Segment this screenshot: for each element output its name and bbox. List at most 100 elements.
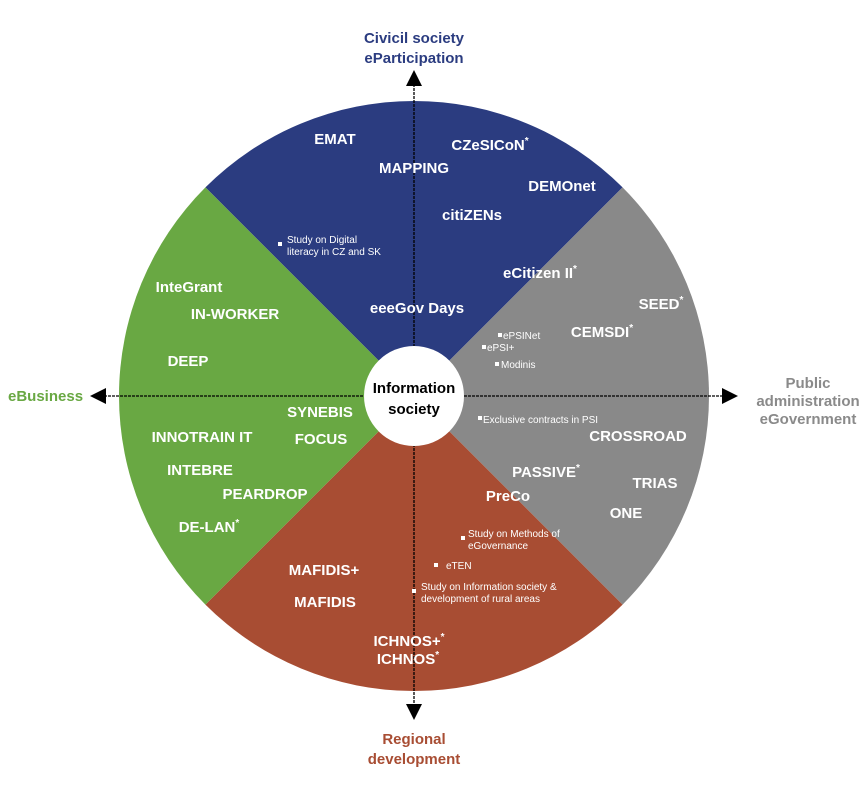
center-label-0: Information: [373, 380, 456, 397]
center-label-0-text: Information: [373, 380, 456, 397]
axis-label-left-0-text: eBusiness: [8, 388, 83, 405]
study-bullet-regional-0: [461, 536, 465, 540]
study-bullet-civil-0: [278, 242, 282, 246]
project-public-1-star: *: [629, 323, 633, 334]
study-civil-0-line-1-text: literacy in CZ and SK: [287, 247, 381, 258]
project-ebusiness-2-text: DEEP: [168, 353, 209, 370]
axis-label-bottom-0: Regional: [382, 731, 445, 748]
project-civil-6: eeeGov Days: [370, 300, 464, 317]
study-bullet-public-2: [495, 362, 499, 366]
project-ebusiness-2: DEEP: [168, 353, 209, 370]
project-public-0-text: SEED: [639, 296, 680, 313]
sector-regional-development: [205, 396, 623, 691]
project-public-5: PreCo: [486, 488, 530, 505]
project-regional-3-star: *: [435, 650, 439, 661]
study-regional-0-line-0: Study on Methods of: [468, 529, 560, 540]
project-ebusiness-0-text: InteGrant: [156, 279, 223, 296]
project-public-2: CROSSROAD: [589, 428, 687, 445]
study-civil-0-line-0-text: Study on Digital: [287, 235, 357, 246]
center-layer: [364, 346, 464, 446]
study-public-0-line-0: ePSINet: [503, 331, 540, 342]
project-public-6-text: ONE: [610, 505, 643, 522]
study-public-3-line-0: Exclusive contracts in PSI: [483, 415, 598, 426]
project-ebusiness-3: SYNEBIS: [287, 404, 353, 421]
project-public-4: TRIAS: [633, 475, 678, 492]
project-ebusiness-8-text: DE-LAN: [179, 519, 236, 536]
study-public-3-line-0-text: Exclusive contracts in PSI: [483, 415, 598, 426]
project-civil-3: DEMOnet: [528, 178, 596, 195]
project-civil-5-text: eCitizen II: [503, 265, 573, 282]
project-regional-2-star: *: [441, 632, 445, 643]
center-circle: [364, 346, 464, 446]
study-public-1-line-0: ePSI+: [487, 343, 515, 354]
study-regional-1-line-0-text: eTEN: [446, 561, 472, 572]
project-ebusiness-7-text: PEARDROP: [222, 486, 307, 503]
project-regional-3-text: ICHNOS: [377, 651, 435, 668]
project-ebusiness-5: INNOTRAIN IT: [152, 429, 253, 446]
study-bullet-public-0: [498, 333, 502, 337]
project-ebusiness-1: IN-WORKER: [191, 306, 279, 323]
center-label-1-text: society: [388, 401, 440, 418]
project-public-3-star: *: [576, 463, 580, 474]
project-ebusiness-6-text: INTEBRE: [167, 462, 233, 479]
study-bullet-public-3: [478, 416, 482, 420]
project-public-0-star: *: [679, 295, 683, 306]
project-civil-1: MAPPING: [379, 160, 449, 177]
study-bullet-regional-2: [412, 589, 416, 593]
study-regional-2-line-0-text: Study on Information society &: [421, 582, 557, 593]
axis-label-right-2: eGovernment: [760, 411, 857, 428]
label-layer: Civicil society eParticipationPublicadmin…: [8, 30, 860, 768]
project-civil-0: EMAT: [314, 131, 355, 148]
project-civil-4-text: citiZENs: [442, 207, 502, 224]
axis-label-bottom-1-text: development: [368, 751, 461, 768]
project-public-2-text: CROSSROAD: [589, 428, 687, 445]
project-civil-0-text: EMAT: [314, 131, 355, 148]
project-civil-2-text: CZeSICoN: [451, 137, 524, 154]
study-public-2-line-0: Modinis: [501, 360, 535, 371]
project-regional-0: MAFIDIS+: [289, 562, 360, 579]
project-public-5-text: PreCo: [486, 488, 530, 505]
axis-label-bottom-0-text: Regional: [382, 731, 445, 748]
project-ebusiness-6: INTEBRE: [167, 462, 233, 479]
project-civil-5-star: *: [573, 264, 577, 275]
axis-label-top-1-text: eParticipation: [364, 50, 463, 67]
project-civil-3-text: DEMOnet: [528, 178, 596, 195]
project-public-1: CEMSDI*: [571, 323, 633, 341]
study-regional-2-line-1: development of rural areas: [421, 594, 540, 605]
axis-label-right-1-text: administration: [756, 393, 859, 410]
project-public-3-text: PASSIVE: [512, 464, 576, 481]
study-public-0-line-0-text: ePSINet: [503, 331, 540, 342]
arrow-down-icon: [406, 704, 422, 720]
study-regional-0-line-1-text: eGovernance: [468, 541, 528, 552]
axis-label-bottom-1: development: [368, 751, 461, 768]
axis-label-top-1: eParticipation: [364, 50, 463, 67]
study-regional-1-line-0: eTEN: [446, 561, 472, 572]
project-regional-1-text: MAFIDIS: [294, 594, 356, 611]
project-public-3: PASSIVE*: [512, 463, 580, 481]
project-ebusiness-4: FOCUS: [295, 431, 348, 448]
project-ebusiness-7: PEARDROP: [222, 486, 307, 503]
study-civil-0-line-1: literacy in CZ and SK: [287, 247, 381, 258]
project-regional-2-text: ICHNOS+: [373, 633, 440, 650]
study-public-2-line-0-text: Modinis: [501, 360, 535, 371]
arrow-up-icon: [406, 70, 422, 86]
study-civil-0-line-0: Study on Digital: [287, 235, 357, 246]
study-bullet-public-1: [482, 345, 486, 349]
arrow-right-icon: [722, 388, 738, 404]
project-ebusiness-8-star: *: [235, 518, 239, 529]
project-public-0: SEED*: [639, 295, 684, 313]
project-ebusiness-3-text: SYNEBIS: [287, 404, 353, 421]
study-regional-2-line-1-text: development of rural areas: [421, 594, 540, 605]
project-ebusiness-0: InteGrant: [156, 279, 223, 296]
project-ebusiness-1-text: IN-WORKER: [191, 306, 279, 323]
project-regional-1: MAFIDIS: [294, 594, 356, 611]
axis-label-right-0: Public: [785, 375, 830, 392]
project-civil-2-star: *: [525, 136, 529, 147]
project-ebusiness-4-text: FOCUS: [295, 431, 348, 448]
project-public-4-text: TRIAS: [633, 475, 678, 492]
axis-label-top-0-text: Civicil society: [364, 30, 465, 47]
project-civil-2: CZeSICoN*: [451, 136, 528, 154]
project-civil-1-text: MAPPING: [379, 160, 449, 177]
study-regional-0-line-0-text: Study on Methods of: [468, 529, 560, 540]
